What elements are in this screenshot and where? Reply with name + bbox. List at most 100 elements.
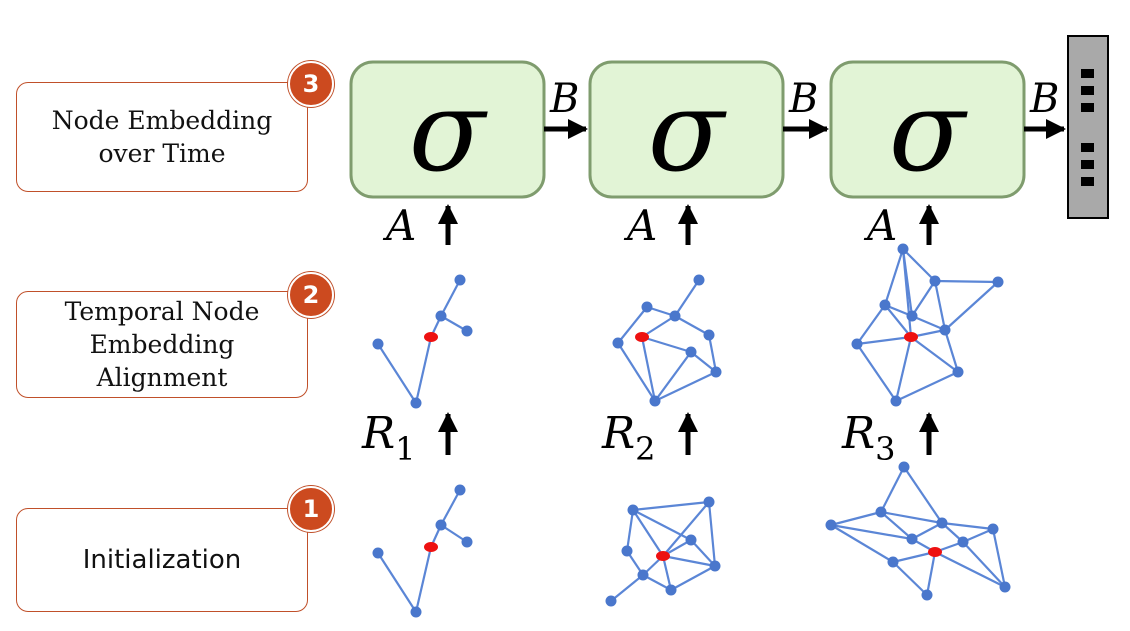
ellipsis-dot <box>1081 177 1094 186</box>
graph-node <box>669 310 681 322</box>
graph-node <box>621 545 633 557</box>
graph-aligned-2 <box>612 274 722 407</box>
graph-node <box>703 496 715 508</box>
graph-edge <box>414 336 433 404</box>
graph-node <box>612 337 624 349</box>
graph-edge <box>856 304 886 345</box>
graph-edge <box>674 279 700 317</box>
graph-node <box>929 275 941 287</box>
graph-edge <box>377 552 417 613</box>
graph-edge <box>901 248 913 338</box>
sigma-symbol-3: σ <box>889 67 968 197</box>
graph-layer <box>372 243 1011 618</box>
graph-edge <box>641 315 676 338</box>
graph-aligned-1 <box>372 274 473 409</box>
graph-edge <box>943 329 960 373</box>
graph-edge <box>617 306 648 344</box>
graph-node <box>825 519 837 531</box>
graph-node <box>898 461 910 473</box>
graph-node <box>605 595 617 607</box>
graph-edge <box>880 511 913 540</box>
graph-edge <box>625 509 635 552</box>
graph-edge <box>911 522 943 540</box>
graph-edge <box>934 279 999 284</box>
rnn-cell-3: σ <box>829 60 1026 199</box>
r-label-subscript: 2 <box>635 430 655 468</box>
graph-node <box>461 325 473 337</box>
graph-node <box>627 504 639 516</box>
graph-center-node <box>424 542 438 552</box>
r-arrow-2: R2 <box>601 408 698 468</box>
graph-edge <box>440 279 461 317</box>
graph-node <box>665 584 677 596</box>
graph-node <box>879 299 891 311</box>
graph-node <box>410 397 422 409</box>
graph-edge <box>894 336 913 402</box>
a-label-1: A <box>382 201 416 250</box>
graph-edge <box>903 466 943 524</box>
graph-node <box>906 310 918 322</box>
step-3-badge: 3 <box>288 61 334 107</box>
graph-node <box>987 523 999 535</box>
r-label-1: R1 <box>361 408 416 468</box>
graph-center-node <box>928 547 942 557</box>
step-2-label: Temporal Node Embedding Alignment <box>64 297 260 392</box>
graph-node <box>952 366 964 378</box>
graph-edge <box>895 371 959 402</box>
graph-edge <box>830 523 913 541</box>
graph-node <box>410 606 422 618</box>
step-1-label: Initialization <box>82 544 242 575</box>
graph-edge <box>910 336 959 373</box>
r-arrow-1: R1 <box>361 408 458 468</box>
graph-node <box>897 243 909 255</box>
graph-edge <box>610 574 644 602</box>
b-label-1: B <box>549 76 579 122</box>
graph-edge <box>830 524 894 563</box>
r-label-2: R2 <box>601 408 656 468</box>
graph-edge <box>674 315 710 336</box>
graph-node <box>890 395 902 407</box>
graph-edge <box>440 489 461 526</box>
b-arrow-2: B <box>783 76 829 139</box>
a-arrow-3: A <box>863 201 939 250</box>
r-label-base: R <box>361 408 395 459</box>
ellipsis-dot <box>1081 103 1094 112</box>
graph-node <box>372 338 384 350</box>
ellipsis-dot <box>1081 160 1094 169</box>
graph-node <box>936 517 948 529</box>
graph-center-node <box>424 332 438 342</box>
graph-node <box>957 536 969 548</box>
step-3-label: Node Embedding over Time <box>51 106 273 168</box>
a-label-2: A <box>623 201 657 250</box>
graph-edge <box>933 280 947 331</box>
graph-edge <box>632 509 664 557</box>
graph-node <box>703 329 715 341</box>
graph-aligned-3 <box>851 243 1004 407</box>
r-label-base: R <box>601 408 635 459</box>
graph-node <box>454 274 466 286</box>
graph-edge <box>654 351 692 402</box>
graph-init-1 <box>372 484 473 618</box>
step-1-label-box: Initialization <box>16 508 308 612</box>
r-arrow-3: R3 <box>841 408 939 468</box>
graph-edge <box>962 541 1006 588</box>
graph-edge <box>892 561 928 596</box>
graph-init-2 <box>605 496 721 607</box>
graph-edge <box>830 510 882 527</box>
graph-edge <box>856 343 897 402</box>
r-label-subscript: 3 <box>875 430 895 468</box>
a-label-3: A <box>863 201 897 250</box>
graph-edge <box>632 509 692 541</box>
graph-edge <box>640 336 657 402</box>
rnn-cell-2: σ <box>588 60 785 199</box>
graph-edge <box>892 550 936 564</box>
graph-node <box>906 533 918 545</box>
graph-edge <box>707 334 718 373</box>
graph-node <box>693 274 705 286</box>
graph-edge <box>880 510 943 525</box>
ellipsis-box <box>1067 35 1109 219</box>
graph-edge <box>911 280 936 317</box>
b-arrow-3: B <box>1024 76 1066 139</box>
graph-center-node <box>656 551 670 561</box>
